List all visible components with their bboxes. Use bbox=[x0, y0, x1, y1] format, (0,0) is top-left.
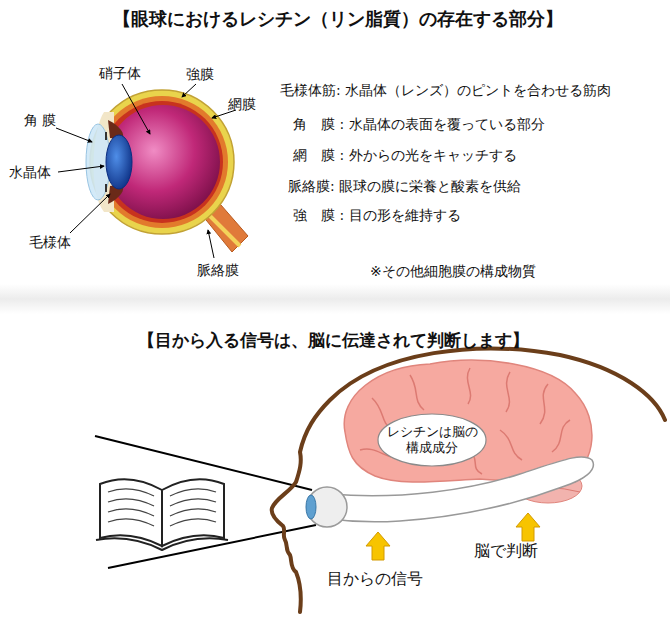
description-text: 角 膜 : 水晶体の表面を覆っている部分 bbox=[293, 116, 545, 133]
book-cover bbox=[96, 538, 228, 550]
description-text: ※その他細胞膜の構成物質 bbox=[370, 263, 536, 280]
part-label: 目からの信号 bbox=[327, 569, 423, 588]
leader-line bbox=[70, 194, 110, 233]
leader-line bbox=[122, 84, 150, 134]
ellipse-outline bbox=[378, 414, 486, 466]
vitreous-body bbox=[106, 105, 220, 219]
description-text: 強 膜 : 目の形を維持する bbox=[293, 207, 461, 224]
section-heading: 【目から入る信号は、脳に伝達されて判断します】 bbox=[138, 330, 529, 350]
description-text: 網 膜 : 外からの光をキャッチする bbox=[293, 147, 517, 164]
part-label: 水晶体 bbox=[9, 164, 51, 181]
part-label: 脈絡膜 bbox=[197, 262, 239, 279]
sclera bbox=[90, 90, 234, 234]
leader-line bbox=[208, 230, 214, 258]
description-text: 毛様体筋: 水晶体（レンズ）のピントを合わせる筋肉 bbox=[280, 82, 611, 99]
part-label: 強膜 bbox=[186, 66, 214, 83]
part-label: 網膜 bbox=[228, 96, 256, 113]
optic-pathway bbox=[330, 457, 593, 522]
part-label: 脳で判断 bbox=[474, 541, 538, 560]
eyeball bbox=[307, 487, 347, 527]
ellipse-node: レシチンは脳の構成成分 bbox=[377, 413, 487, 467]
optic-nerve-stripe bbox=[206, 212, 240, 246]
book-text-lines bbox=[108, 489, 216, 526]
part-label: 角 膜 bbox=[24, 112, 56, 129]
leader-line bbox=[182, 84, 196, 97]
leader-line bbox=[56, 128, 92, 142]
up-arrow bbox=[366, 532, 390, 560]
retina bbox=[101, 101, 223, 223]
brain-sulci bbox=[360, 368, 570, 474]
iris bbox=[306, 495, 316, 519]
head-outline bbox=[272, 349, 665, 612]
node-text: レシチンは脳の構成成分 bbox=[385, 424, 479, 457]
leader-line bbox=[58, 166, 104, 172]
up-arrow bbox=[516, 513, 540, 541]
divider-band bbox=[0, 284, 670, 314]
title: 【眼球におけるレシチン（リン脂質）の存在する部分】 bbox=[113, 8, 563, 30]
part-label: 硝子体 bbox=[99, 65, 141, 82]
iris bbox=[105, 132, 107, 192]
choroid bbox=[96, 96, 228, 228]
part-label: 毛様体 bbox=[29, 234, 71, 251]
lens bbox=[106, 135, 132, 189]
description-text: 脈絡膜: 眼球の膜に栄養と酸素を供給 bbox=[288, 178, 521, 195]
